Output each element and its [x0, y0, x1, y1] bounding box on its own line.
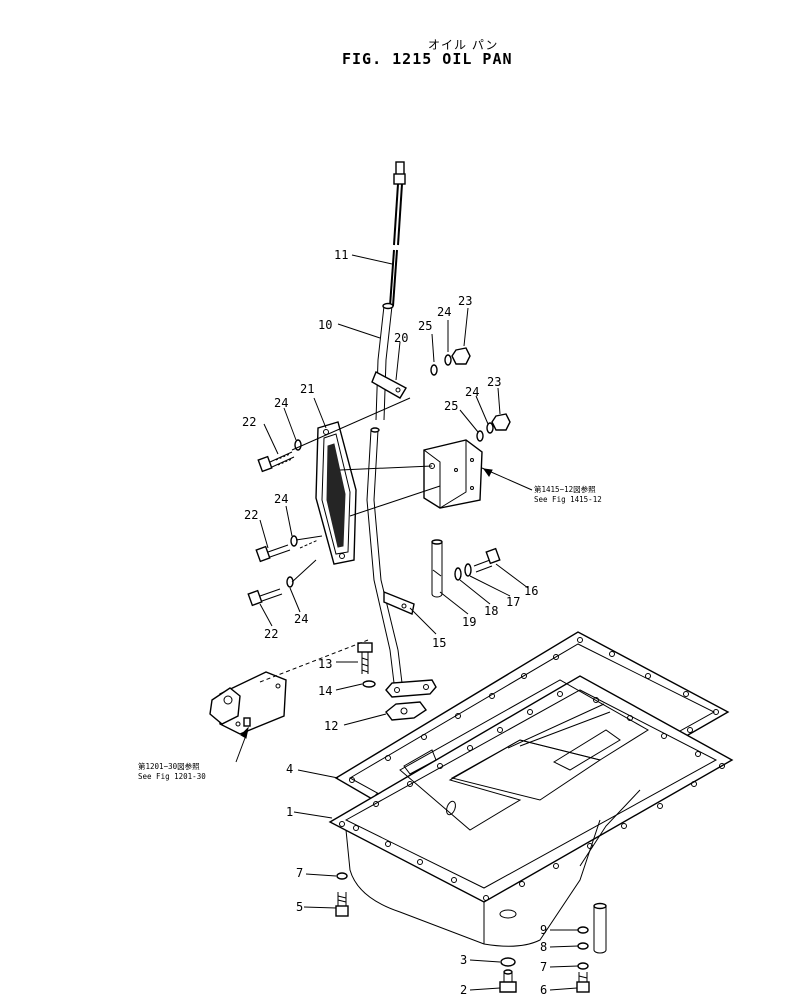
gasket-12	[385, 701, 428, 721]
bolt-13	[357, 642, 373, 674]
callout-20: 20	[394, 331, 408, 345]
nut-23-b	[491, 413, 511, 431]
dipstick	[389, 161, 406, 307]
leader-lines	[235, 254, 579, 991]
washer-14	[362, 680, 376, 688]
callout-22: 22	[244, 508, 258, 522]
callout-19: 19	[462, 615, 476, 629]
callout-24: 24	[294, 612, 308, 626]
dowel-tube	[593, 902, 607, 954]
callout-22: 22	[242, 415, 256, 429]
callout-6: 6	[540, 983, 547, 995]
callout-7: 7	[540, 960, 547, 974]
mounting-bracket-1415	[423, 439, 483, 509]
nut-23-a	[451, 347, 471, 365]
callout-11: 11	[334, 248, 348, 262]
callout-23: 23	[458, 294, 472, 308]
bolt-16	[473, 547, 501, 573]
oil-pan-1	[328, 675, 734, 947]
callout-24: 24	[274, 492, 288, 506]
washer-8	[577, 942, 589, 950]
bracket-20	[371, 371, 407, 399]
drain-plug-2	[499, 969, 517, 993]
callout-21: 21	[300, 382, 314, 396]
bolt-5	[335, 892, 349, 917]
washer-25-b	[476, 430, 484, 442]
callout-7: 7	[296, 866, 303, 880]
callout-5: 5	[296, 900, 303, 914]
callout-25: 25	[444, 399, 458, 413]
callout-8: 8	[540, 940, 547, 954]
figure-title-japanese: オイル パン	[428, 38, 499, 52]
washer-25-a	[430, 364, 438, 376]
bracket-15	[383, 590, 415, 615]
washer-24-b	[290, 535, 298, 547]
washer-24-c	[286, 576, 294, 588]
mounting-bracket-1201	[209, 671, 287, 735]
washer-7-left	[336, 872, 348, 880]
reference-note-lower-en: See Fig 1201-30	[138, 772, 206, 781]
bolt-22-upper	[257, 451, 295, 473]
callout-23: 23	[487, 375, 501, 389]
callout-22: 22	[264, 627, 278, 641]
callout-14: 14	[318, 684, 332, 698]
callout-13: 13	[318, 657, 332, 671]
callout-9: 9	[540, 923, 547, 937]
callout-2: 2	[460, 983, 467, 995]
callout-15: 15	[432, 636, 446, 650]
bolt-6	[576, 972, 590, 993]
callout-10: 10	[318, 318, 332, 332]
callout-labels: 11 10 20 25 24 23 21 22 24 25 24 23 22 2…	[242, 248, 547, 995]
callout-4: 4	[286, 762, 293, 776]
callout-16: 16	[524, 584, 538, 598]
callout-24: 24	[465, 385, 479, 399]
cover-plate-21	[315, 421, 357, 565]
figure-title: FIG. 1215 OIL PAN	[342, 50, 513, 68]
callout-18: 18	[484, 604, 498, 618]
gasket-3	[500, 957, 516, 967]
bolt-22-lower	[247, 588, 283, 607]
reference-note-lower-jp: 第1201−30図参照	[138, 761, 200, 771]
guide-tube	[366, 302, 437, 698]
callout-1: 1	[286, 805, 293, 819]
bolt-22-middle	[255, 544, 291, 563]
washer-18	[454, 567, 462, 581]
callout-24: 24	[437, 305, 451, 319]
washer-9	[577, 926, 589, 934]
reference-note-upper-jp: 第1415−12図参照	[534, 484, 596, 494]
callout-24: 24	[274, 396, 288, 410]
callout-17: 17	[506, 595, 520, 609]
alignment-lines	[259, 397, 441, 683]
callout-12: 12	[324, 719, 338, 733]
washer-24-e	[486, 422, 494, 434]
callout-25: 25	[418, 319, 432, 333]
callout-3: 3	[460, 953, 467, 967]
washer-24-d	[444, 354, 452, 366]
washer-7-right	[577, 962, 589, 970]
sleeve-19	[431, 539, 443, 598]
reference-note-upper-en: See Fig 1415-12	[534, 495, 602, 504]
washer-17	[464, 563, 472, 577]
